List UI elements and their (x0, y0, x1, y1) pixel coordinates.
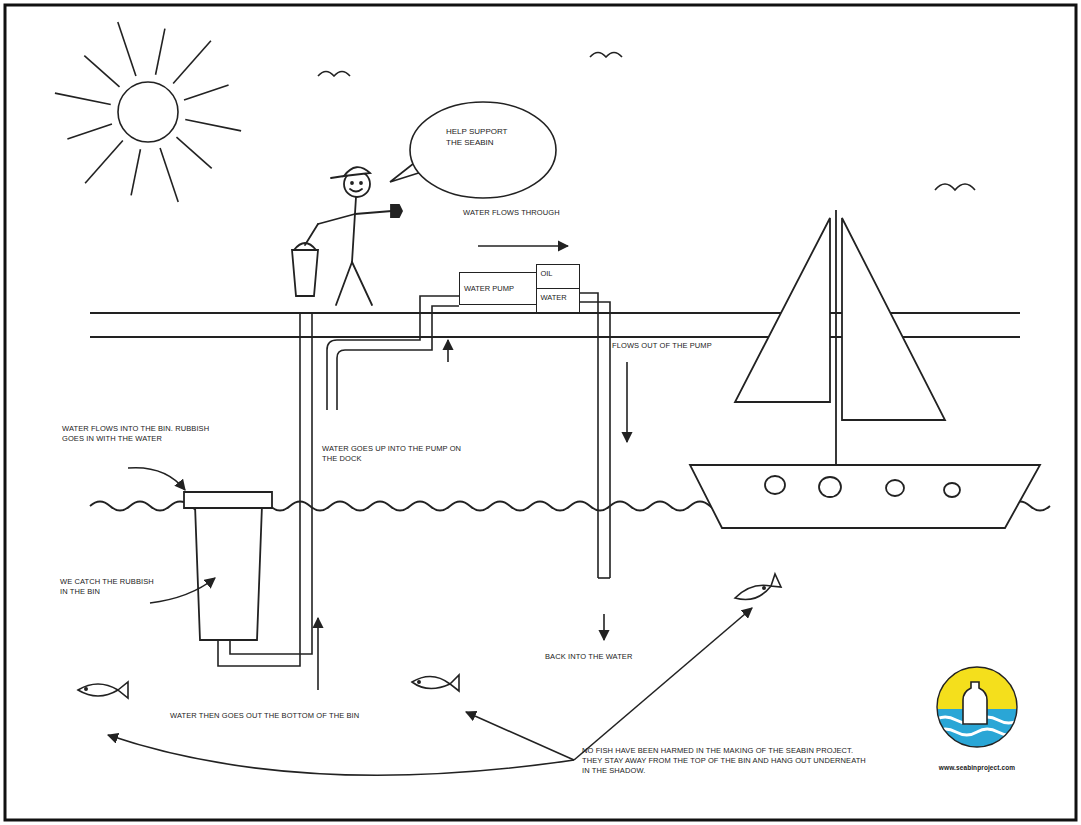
sun-part (118, 22, 136, 76)
seabin-part (195, 505, 262, 640)
fish (78, 574, 781, 698)
person-part (294, 243, 316, 250)
pipes (218, 293, 610, 666)
sun (55, 22, 241, 202)
sun-part (131, 149, 140, 195)
flow-arrows-part (150, 578, 215, 603)
person-part (305, 224, 318, 245)
person-part (351, 182, 353, 184)
annotation: BACK INTO THE WATER (545, 652, 665, 662)
boat-part (735, 218, 830, 402)
fish-part (763, 587, 765, 589)
speech-bubble: HELP SUPPORT THE SEABIN (408, 100, 558, 200)
flow-arrows-part (603, 614, 605, 640)
compartment-label: WATER (537, 288, 579, 312)
fish-part (78, 684, 118, 696)
flow-arrows-part (466, 712, 574, 760)
pump-label: WATER PUMP (464, 284, 533, 294)
person-part (331, 176, 344, 178)
logo-part (935, 665, 1019, 751)
sun-part (118, 82, 178, 142)
person-part (360, 182, 362, 184)
fish-part (450, 675, 459, 691)
birds-part (935, 184, 975, 190)
pipes-part (337, 306, 459, 410)
logo-part (937, 667, 1017, 747)
person-part (350, 189, 362, 192)
speech-text: HELP SUPPORT THE SEABIN (446, 126, 524, 148)
annotation: NO FISH HAVE BEEN HARMED IN THE MAKING O… (582, 746, 867, 776)
sun-part (84, 56, 119, 87)
bubble-outline (408, 100, 558, 200)
annotation: WATER THEN GOES OUT THE BOTTOM OF THE BI… (170, 711, 360, 721)
boat (690, 210, 1040, 528)
annotation: WATER GOES UP INTO THE PUMP ON THE DOCK (322, 444, 472, 464)
person (292, 167, 402, 305)
annotation: FLOWS OUT OF THE PUMP (612, 341, 712, 351)
sun-part (67, 124, 112, 139)
seabin (184, 492, 272, 640)
fish-part (118, 682, 128, 698)
sun-part (173, 41, 211, 84)
flow-arrows (108, 246, 752, 775)
flow-arrows-part (128, 468, 185, 490)
fish-part (85, 688, 87, 690)
frame (5, 5, 1076, 820)
sun-part (85, 140, 123, 183)
birds-part (590, 53, 622, 58)
sun-part (55, 22, 241, 202)
flow-arrows-part (447, 340, 449, 362)
pipes-part (327, 296, 459, 410)
flow-arrows-part (626, 362, 628, 442)
seabin-part (184, 492, 272, 508)
pump-box: WATER PUMP (459, 272, 538, 305)
pipes-part (598, 577, 610, 579)
boat-part (944, 483, 960, 497)
person-part (292, 250, 318, 296)
sun-part (160, 148, 178, 202)
boat-part (819, 477, 841, 497)
fish-part (771, 574, 781, 587)
frame-part (5, 5, 1076, 820)
fish-part (735, 585, 771, 599)
compartment-label: OIL (537, 265, 579, 288)
pipes-part (580, 302, 610, 578)
oil-water-separator: OILWATER (536, 264, 580, 313)
sun-part (185, 120, 241, 131)
bubble-ellipse (410, 102, 556, 198)
sun-part (184, 85, 229, 100)
person-part (318, 214, 355, 224)
pipes-part (580, 293, 598, 578)
boat-part (765, 476, 785, 494)
flow-arrows-part (478, 245, 568, 247)
person-part (344, 167, 370, 176)
sun-part (55, 93, 111, 104)
website-url: www.seabinproject.com (927, 763, 1027, 773)
annotation: WATER FLOWS THROUGH (463, 208, 593, 218)
person-part (352, 197, 356, 262)
sun-part (156, 29, 165, 75)
fish-part (418, 681, 420, 683)
person-part (355, 211, 392, 214)
flow-arrows-part (574, 608, 752, 760)
boat-part (690, 465, 1040, 528)
flow-arrows-part (317, 618, 319, 690)
fish-part (412, 676, 450, 688)
boat-part (835, 210, 837, 465)
boat-part (886, 480, 904, 496)
logo-part (963, 682, 987, 724)
bubble-text-area: HELP SUPPORT THE SEABIN (446, 126, 524, 148)
logo (935, 665, 1019, 751)
birds-part (318, 72, 350, 77)
annotation: WE CATCH THE RUBBISH IN THE BIN (60, 577, 160, 597)
person-part (336, 262, 352, 305)
boat-part (842, 218, 945, 420)
flow-arrows-part (108, 735, 574, 775)
sun-part (176, 137, 211, 168)
person-part (391, 205, 402, 217)
person-part (352, 262, 372, 305)
annotation: WATER FLOWS INTO THE BIN. RUBBISH GOES I… (62, 424, 212, 444)
